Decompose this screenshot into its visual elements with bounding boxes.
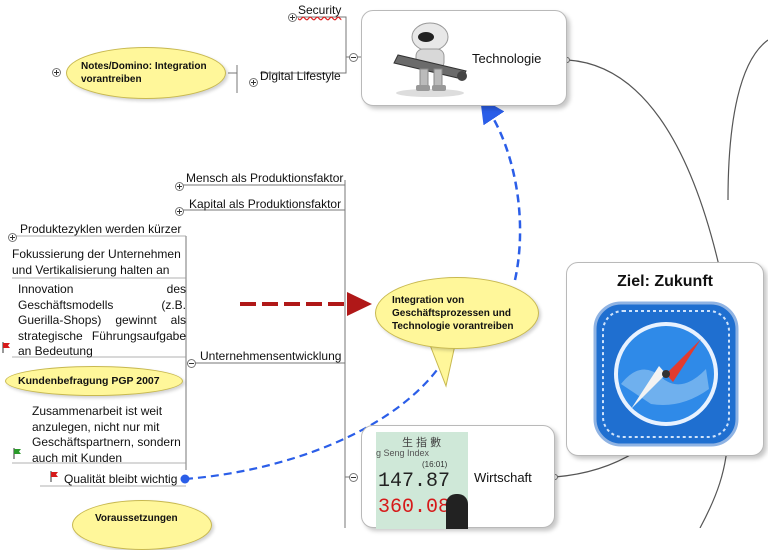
expand-security-icon[interactable]	[288, 13, 297, 22]
branch-qualitaet[interactable]: Qualität bleibt wichtig	[64, 472, 178, 486]
callout-integration[interactable]: Integration von Geschäftsprozessen und T…	[375, 277, 539, 349]
image-index-label: g Seng Index	[376, 448, 430, 458]
callout-kundenbefragung-text: Kundenbefragung PGP 2007	[18, 374, 160, 387]
person-figure	[446, 494, 468, 529]
red-flag-icon	[2, 342, 10, 353]
branch-mensch[interactable]: Mensch als Produktionsfaktor	[186, 171, 344, 185]
branch-unternehmensentwicklung[interactable]: Unternehmensentwicklung	[200, 349, 342, 363]
expand-digital-lifestyle-icon[interactable]	[249, 78, 258, 87]
red-flag-icon	[50, 471, 58, 482]
callout-notes-domino[interactable]: Notes/Domino: Integration vorantreiben	[66, 47, 226, 99]
topic-wirtschaft-label: Wirtschaft	[474, 470, 532, 485]
expand-kapital-icon[interactable]	[175, 207, 184, 216]
branch-digital-lifestyle[interactable]: Digital Lifestyle	[260, 69, 341, 83]
image-time: (16:01)	[422, 460, 448, 469]
expand-produktzyklen-icon[interactable]	[8, 233, 17, 242]
topic-wirtschaft[interactable]: 生 指 數 g Seng Index (16:01) 147.87 360.08…	[361, 425, 555, 529]
collapse-wirtschaft-icon[interactable]	[349, 473, 358, 482]
compass-icon	[593, 301, 739, 447]
wirtschaft-image: 生 指 數 g Seng Index (16:01) 147.87 360.08	[376, 432, 468, 529]
image-value2: 360.08	[378, 496, 451, 519]
collapse-technologie-icon[interactable]	[349, 53, 358, 62]
callout-kundenbefragung[interactable]: Kundenbefragung PGP 2007	[5, 366, 183, 396]
callout-notes-domino-text: Notes/Domino: Integration vorantreiben	[81, 61, 207, 85]
expand-mensch-icon[interactable]	[175, 182, 184, 191]
callout-voraussetzungen-text: Voraussetzungen	[95, 512, 178, 524]
robot-icon	[393, 22, 467, 97]
green-flag-icon	[13, 448, 21, 459]
branch-security[interactable]: Security	[298, 3, 342, 17]
branch-fokussierung[interactable]: Fokussierung der Unternehmen und Vertika…	[12, 247, 181, 277]
branch-produktzyklen[interactable]: Produktezyklen werden kürzer	[20, 222, 182, 236]
ziel-title: Ziel: Zukunft	[617, 273, 713, 290]
topic-ziel-zukunft[interactable]: Ziel: Zukunft	[566, 262, 764, 456]
image-chars: 生 指 數	[402, 437, 442, 449]
branch-kapital[interactable]: Kapital als Produktionsfaktor	[189, 197, 342, 211]
branch-innovation[interactable]: Innovation des Geschäftsmodells (z.B. Gu…	[18, 282, 186, 358]
collapse-unternehmensentwicklung-icon[interactable]	[187, 359, 196, 368]
topic-technologie-label: Technologie	[472, 51, 542, 66]
expand-note-icon[interactable]	[52, 68, 61, 77]
callout-voraussetzungen[interactable]: Voraussetzungen	[72, 500, 212, 550]
image-value1: 147.87	[378, 470, 451, 493]
callout-integration-text: Integration von Geschäftsprozessen und T…	[392, 294, 514, 332]
topic-technologie[interactable]: Technologie	[361, 10, 567, 106]
branch-zusammenarbeit[interactable]: Zusammenarbeit ist weit anzulegen, nicht…	[32, 404, 181, 465]
